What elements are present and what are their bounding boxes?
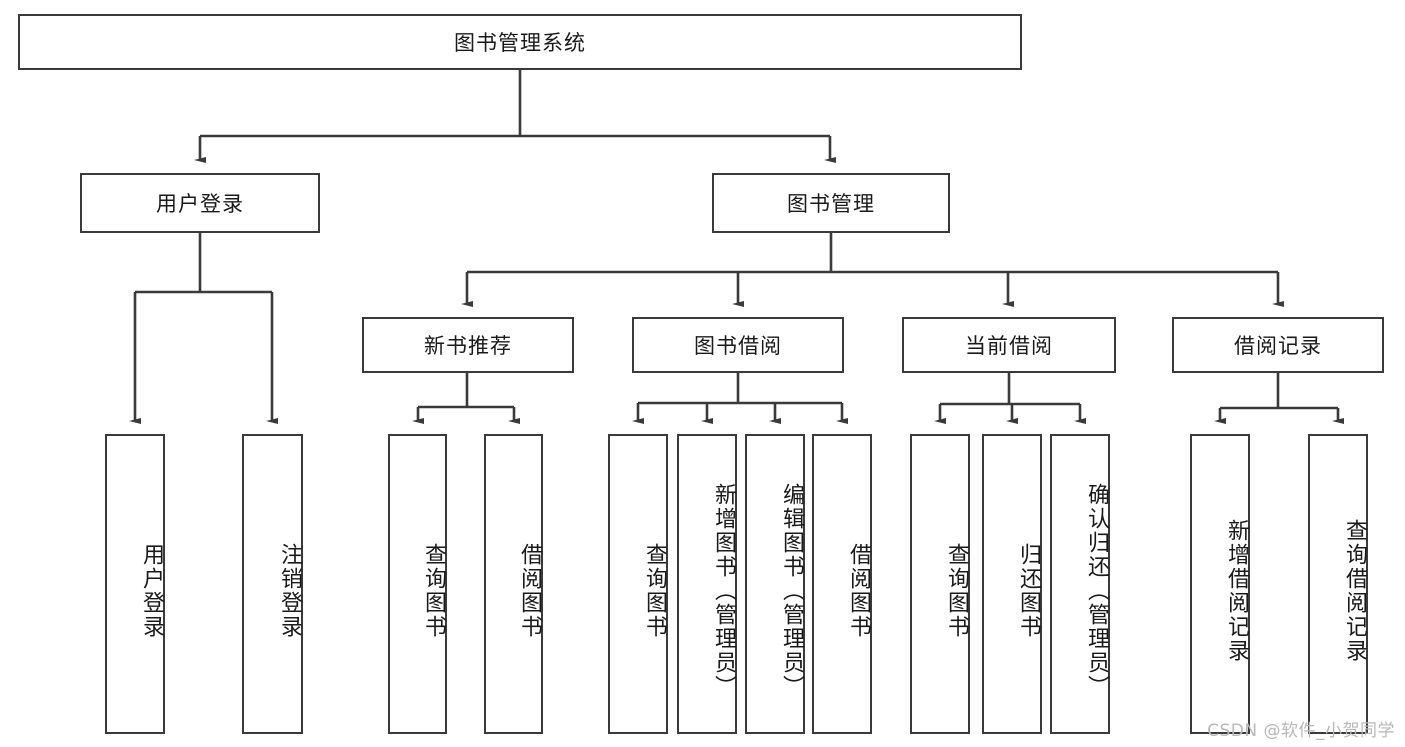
node-borrow-record[interactable]: 借阅记录 [1172, 317, 1384, 373]
node-leaf-query-book-3[interactable]: 查询图书 [910, 434, 970, 734]
node-book-borrow-label: 图书借阅 [694, 334, 782, 358]
node-leaf-query-record[interactable]: 查询借阅记录 [1308, 434, 1368, 734]
node-leaf-query-book-1-label: 查询图书 [421, 543, 446, 639]
node-leaf-borrow-book-1-label: 借阅图书 [517, 543, 542, 639]
node-new-book-recommend[interactable]: 新书推荐 [362, 317, 574, 373]
node-current-borrow[interactable]: 当前借阅 [902, 317, 1116, 373]
node-book-manage[interactable]: 图书管理 [712, 173, 950, 233]
node-root[interactable]: 图书管理系统 [18, 14, 1022, 70]
node-leaf-confirm-return[interactable]: 确认归还（管理员） [1050, 434, 1110, 734]
node-leaf-user-login[interactable]: 用户登录 [105, 434, 165, 734]
node-leaf-query-record-label: 查询借阅记录 [1342, 519, 1367, 663]
node-leaf-edit-book[interactable]: 编辑图书（管理员） [745, 434, 805, 734]
csdn-watermark: CSDN @软件_小贺同学 [1207, 721, 1395, 741]
node-leaf-borrow-book-1[interactable]: 借阅图书 [484, 434, 543, 734]
node-leaf-borrow-book-2[interactable]: 借阅图书 [812, 434, 872, 734]
node-root-label: 图书管理系统 [454, 31, 586, 55]
node-user-login[interactable]: 用户登录 [80, 173, 320, 233]
node-leaf-user-logout[interactable]: 注销登录 [242, 434, 303, 734]
node-leaf-query-book-2-label: 查询图书 [642, 543, 667, 639]
node-book-borrow[interactable]: 图书借阅 [632, 317, 844, 373]
node-borrow-record-label: 借阅记录 [1234, 334, 1322, 358]
node-leaf-edit-book-label: 编辑图书（管理员） [779, 483, 804, 699]
node-leaf-borrow-book-2-label: 借阅图书 [846, 543, 871, 639]
node-new-book-recommend-label: 新书推荐 [424, 334, 512, 358]
node-current-borrow-label: 当前借阅 [965, 334, 1053, 358]
node-leaf-add-record-label: 新增借阅记录 [1224, 519, 1249, 663]
node-leaf-add-book[interactable]: 新增图书（管理员） [677, 434, 737, 734]
node-leaf-add-book-label: 新增图书（管理员） [711, 483, 736, 699]
node-user-login-label: 用户登录 [156, 192, 244, 216]
node-leaf-user-logout-label: 注销登录 [277, 543, 302, 639]
node-leaf-query-book-1[interactable]: 查询图书 [388, 434, 447, 734]
node-leaf-query-book-2[interactable]: 查询图书 [608, 434, 668, 734]
node-leaf-user-login-label: 用户登录 [139, 543, 164, 639]
node-book-manage-label: 图书管理 [787, 192, 875, 216]
node-leaf-query-book-3-label: 查询图书 [944, 543, 969, 639]
node-leaf-add-record[interactable]: 新增借阅记录 [1190, 434, 1250, 734]
node-leaf-confirm-return-label: 确认归还（管理员） [1084, 483, 1109, 699]
node-leaf-return-book-label: 归还图书 [1016, 543, 1041, 639]
node-leaf-return-book[interactable]: 归还图书 [982, 434, 1042, 734]
